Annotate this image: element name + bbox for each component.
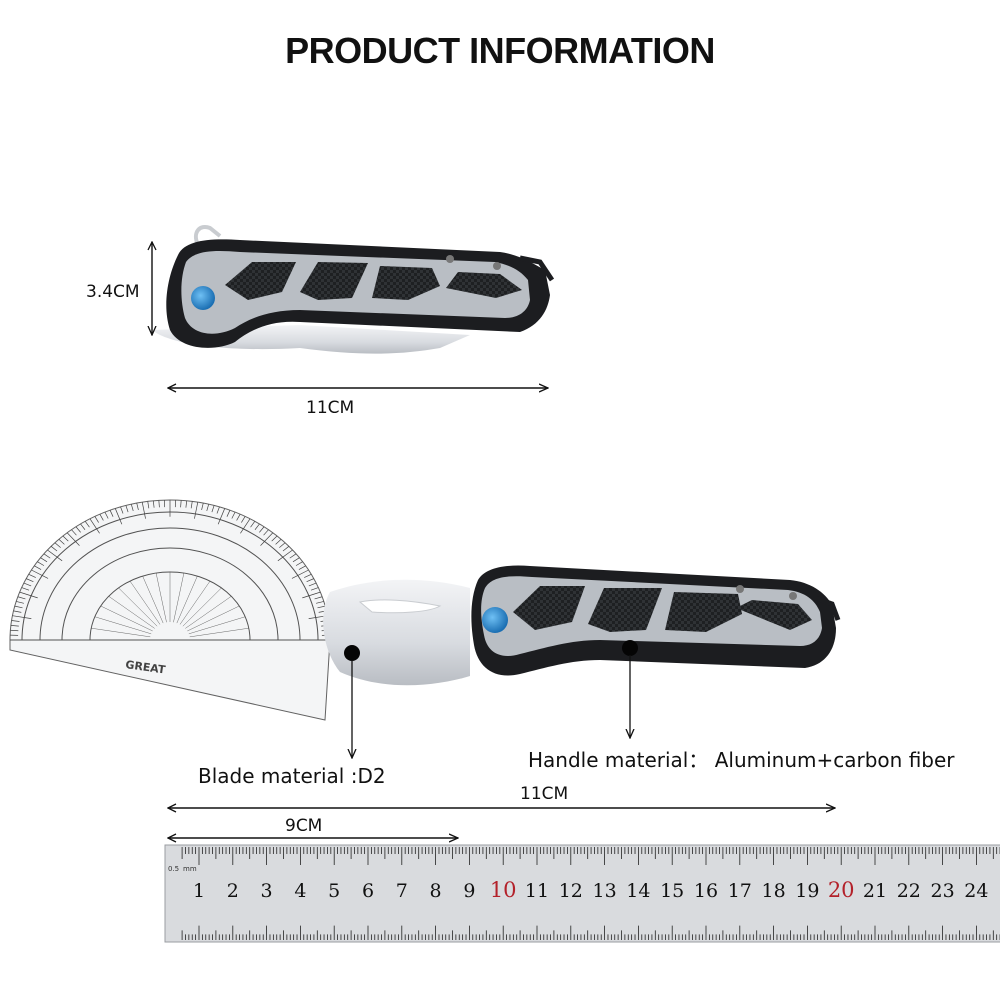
ruler-unit: mm: [183, 865, 197, 873]
ruler-number: 7: [395, 880, 408, 902]
blade-marker-dot-icon: [344, 645, 360, 661]
blade-length-label: 9CM: [285, 816, 323, 836]
ruler: 0.5 mm: [164, 844, 1000, 943]
ruler-number: 10: [489, 878, 517, 902]
ruler-number: 16: [693, 880, 719, 902]
ruler-number: 9: [463, 880, 476, 902]
ruler-number: 4: [294, 880, 307, 902]
ruler-number: 18: [761, 880, 786, 902]
ruler-number: 11: [524, 880, 550, 902]
height-label: 3.4CM: [86, 282, 140, 302]
ruler-number: 5: [328, 880, 341, 902]
ruler-number: 12: [558, 880, 583, 902]
ruler-number: 14: [626, 880, 651, 902]
top-length-label: 11CM: [306, 398, 355, 418]
ruler-number: 2: [226, 880, 239, 902]
ruler-number: 21: [862, 880, 888, 902]
protractor: GREAT: [9, 499, 331, 721]
blue-pivot-screw-icon: [191, 286, 215, 310]
ruler-number: 13: [592, 880, 617, 902]
bottom-knife-image: [323, 565, 841, 686]
ruler-number: 17: [727, 880, 752, 902]
ruler-number: 15: [660, 880, 685, 902]
top-knife-image: [152, 225, 555, 354]
ruler-number: 24: [964, 880, 989, 902]
page-title: PRODUCT INFORMATION: [285, 30, 715, 71]
ruler-number: 3: [260, 880, 273, 902]
ruler-number: 22: [896, 880, 921, 902]
bottom-knife-blade: [323, 579, 470, 686]
svg-text:0.5: 0.5: [168, 865, 179, 873]
bottom-blue-pivot-screw-icon: [482, 607, 508, 633]
ruler-number: 1: [192, 880, 206, 902]
ruler-number: 19: [795, 880, 820, 902]
ruler-number: 8: [429, 880, 442, 902]
ruler-number: 23: [930, 880, 955, 902]
handle-material-label: Handle material： Aluminum+carbon fiber: [528, 748, 955, 772]
ruler-number: 6: [361, 880, 375, 902]
protractor-brand: GREAT: [125, 658, 167, 677]
ruler-number: 20: [827, 878, 855, 902]
blade-material-label: Blade material :D2: [198, 764, 386, 788]
bottom-length-label: 11CM: [520, 784, 569, 804]
handle-marker-dot-icon: [622, 640, 638, 656]
